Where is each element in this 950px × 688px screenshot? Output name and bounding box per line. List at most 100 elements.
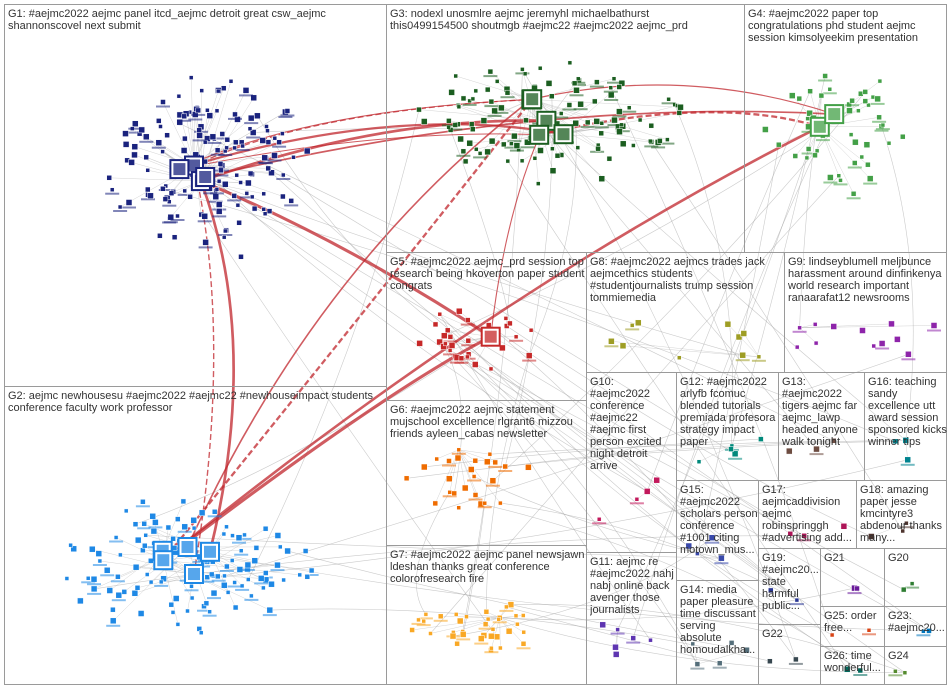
node-g6[interactable] bbox=[451, 490, 457, 497]
node-g3[interactable] bbox=[592, 98, 598, 105]
node-g15[interactable] bbox=[695, 551, 700, 556]
node-g1[interactable] bbox=[218, 167, 224, 174]
node-g2[interactable] bbox=[191, 525, 197, 531]
node-g7[interactable] bbox=[456, 617, 464, 625]
node-g11[interactable] bbox=[612, 643, 619, 651]
node-g6[interactable] bbox=[489, 477, 497, 484]
node-g1[interactable] bbox=[236, 220, 242, 226]
node-g4[interactable] bbox=[862, 89, 868, 95]
node-g9[interactable] bbox=[930, 322, 938, 329]
node-g1[interactable] bbox=[156, 118, 162, 124]
node-g2[interactable] bbox=[90, 585, 98, 593]
node-g1[interactable] bbox=[222, 181, 229, 188]
node-g3[interactable] bbox=[567, 60, 573, 66]
node-g2[interactable] bbox=[97, 558, 103, 564]
node-g22[interactable] bbox=[793, 656, 799, 663]
node-g9[interactable] bbox=[894, 336, 901, 343]
node-g3[interactable] bbox=[575, 145, 581, 150]
node-g8[interactable] bbox=[619, 342, 627, 350]
node-g1[interactable] bbox=[214, 187, 220, 192]
node-g1[interactable] bbox=[214, 147, 221, 153]
node-g1[interactable] bbox=[250, 94, 257, 102]
node-g2[interactable] bbox=[204, 574, 211, 580]
node-g1[interactable] bbox=[117, 204, 123, 210]
node-g1[interactable] bbox=[216, 178, 222, 184]
node-g7[interactable] bbox=[507, 601, 515, 608]
node-g1[interactable] bbox=[247, 170, 254, 177]
node-g2[interactable] bbox=[225, 590, 231, 595]
node-g1[interactable] bbox=[242, 87, 250, 94]
node-g3[interactable] bbox=[421, 118, 428, 125]
node-g2[interactable] bbox=[244, 561, 252, 569]
node-g1[interactable] bbox=[232, 145, 237, 151]
node-g2[interactable] bbox=[68, 542, 73, 548]
node-g2[interactable] bbox=[115, 591, 123, 599]
node-g3[interactable] bbox=[453, 73, 458, 79]
node-g1[interactable] bbox=[199, 88, 204, 93]
node-g2[interactable] bbox=[304, 574, 311, 580]
node-g2[interactable] bbox=[297, 572, 302, 578]
node-g3[interactable] bbox=[599, 121, 605, 126]
node-g2[interactable] bbox=[160, 575, 167, 582]
node-g1[interactable] bbox=[181, 113, 187, 120]
node-g8[interactable] bbox=[608, 338, 615, 345]
node-g2[interactable] bbox=[85, 576, 91, 581]
node-g2[interactable] bbox=[168, 601, 175, 608]
node-g16[interactable] bbox=[904, 456, 911, 464]
node-g5[interactable] bbox=[513, 334, 519, 340]
node-g1[interactable] bbox=[201, 213, 208, 220]
node-g12[interactable] bbox=[728, 446, 734, 452]
node-g3[interactable] bbox=[657, 138, 663, 144]
node-g6[interactable] bbox=[471, 474, 477, 479]
node-g10[interactable] bbox=[643, 488, 651, 495]
node-g4[interactable] bbox=[846, 107, 853, 114]
node-g5[interactable] bbox=[456, 307, 463, 315]
node-g2[interactable] bbox=[106, 587, 114, 594]
node-g6[interactable] bbox=[421, 463, 428, 471]
node-g23[interactable] bbox=[926, 628, 932, 634]
node-g3[interactable] bbox=[537, 65, 543, 71]
node-g5[interactable] bbox=[465, 337, 472, 344]
node-g4[interactable] bbox=[827, 174, 834, 181]
node-g3[interactable] bbox=[550, 146, 555, 151]
node-g1[interactable] bbox=[245, 179, 252, 187]
node-g4[interactable] bbox=[877, 78, 883, 84]
node-g11[interactable] bbox=[648, 637, 653, 643]
node-g4[interactable] bbox=[806, 109, 813, 117]
node-g1[interactable] bbox=[182, 188, 187, 194]
node-g7[interactable] bbox=[437, 613, 444, 620]
node-g16[interactable] bbox=[902, 437, 910, 444]
node-g5[interactable] bbox=[444, 327, 451, 334]
node-g4[interactable] bbox=[874, 95, 881, 103]
node-g9[interactable] bbox=[905, 351, 912, 358]
node-g3[interactable] bbox=[488, 98, 495, 105]
node-g3[interactable] bbox=[598, 175, 606, 182]
node-g3[interactable] bbox=[494, 79, 500, 84]
node-g1[interactable] bbox=[155, 139, 163, 146]
node-g3[interactable] bbox=[572, 119, 579, 127]
node-g8[interactable] bbox=[739, 351, 746, 359]
node-g14[interactable] bbox=[728, 640, 735, 646]
node-g3[interactable] bbox=[448, 89, 455, 96]
node-g1[interactable] bbox=[261, 207, 266, 212]
node-g1[interactable] bbox=[176, 93, 182, 99]
node-g3[interactable] bbox=[549, 93, 555, 99]
node-g19[interactable] bbox=[768, 587, 774, 594]
node-g2[interactable] bbox=[190, 517, 197, 524]
node-g1[interactable] bbox=[145, 186, 151, 193]
node-g2[interactable] bbox=[198, 509, 206, 517]
node-g3[interactable] bbox=[571, 80, 578, 87]
node-g1[interactable] bbox=[215, 201, 223, 208]
node-g4[interactable] bbox=[866, 102, 871, 108]
node-g15[interactable] bbox=[708, 534, 716, 541]
node-g5[interactable] bbox=[507, 320, 513, 327]
node-g2[interactable] bbox=[232, 580, 237, 585]
node-g22[interactable] bbox=[767, 658, 773, 664]
node-g6[interactable] bbox=[498, 500, 503, 506]
node-g2[interactable] bbox=[185, 608, 190, 614]
node-g2[interactable] bbox=[268, 580, 275, 588]
node-g1[interactable] bbox=[235, 202, 241, 208]
node-g7[interactable] bbox=[515, 621, 520, 627]
node-g4[interactable] bbox=[856, 108, 861, 113]
node-g1[interactable] bbox=[106, 175, 112, 181]
